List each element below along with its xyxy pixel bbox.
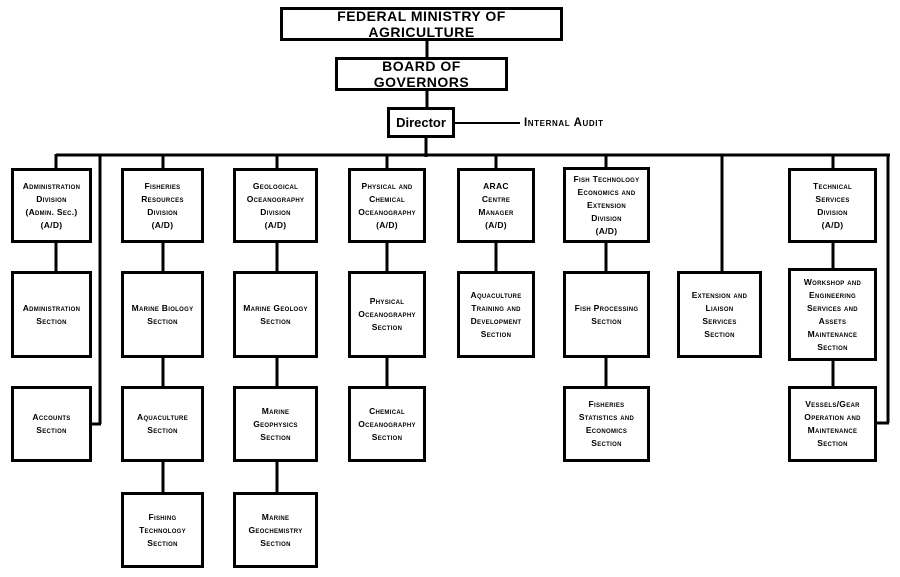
org-box-marine-geology-section: Marine Geology Section (233, 271, 318, 358)
org-box-physical-oceanography-section: Physical Oceanography Section (348, 271, 426, 358)
org-box-fish-technology-economics-extension-division: Fish Technology Economics and Extension … (563, 167, 650, 243)
org-box-administration-division: Administration Division (Admin. Sec.) (A… (11, 168, 92, 243)
org-box-marine-geophysics-section: Marine Geophysics Section (233, 386, 318, 462)
org-box-workshop-engineering-assets-maintenance-section: Workshop and Engineering Services and As… (788, 268, 877, 361)
org-box-chemical-oceanography-section: Chemical Oceanography Section (348, 386, 426, 462)
org-box-board-of-governors: BOARD OF GOVERNORS (335, 57, 508, 91)
org-box-marine-geochemistry-section: Marine Geochemistry Section (233, 492, 318, 568)
org-box-fisheries-resources-division: Fisheries Resources Division (A/D) (121, 168, 204, 243)
org-box-fish-processing-section: Fish Processing Section (563, 271, 650, 358)
org-box-fishing-technology-section: Fishing Technology Section (121, 492, 204, 568)
org-box-physical-chemical-oceanography-division: Physical and Chemical Oceanography (A/D) (348, 168, 426, 243)
org-box-geological-oceanography-division: Geological Oceanography Division (A/D) (233, 168, 318, 243)
director-label: Director (396, 115, 446, 130)
org-box-accounts-section: Accounts Section (11, 386, 92, 462)
org-box-extension-liaison-services-section: Extension and Liaison Services Section (677, 271, 762, 358)
org-box-arac-centre-manager: ARAC Centre Manager (A/D) (457, 168, 535, 243)
org-box-federal-ministry: FEDERAL MINISTRY OF AGRICULTURE (280, 7, 563, 41)
org-box-vessels-gear-operation-maintenance-section: Vessels/Gear Operation and Maintenance S… (788, 386, 877, 462)
org-box-administration-section: Administration Section (11, 271, 92, 358)
org-box-aquaculture-section: Aquaculture Section (121, 386, 204, 462)
org-box-marine-biology-section: Marine Biology Section (121, 271, 204, 358)
board-of-governors-label: BOARD OF GOVERNORS (373, 58, 470, 90)
org-box-aquaculture-training-development-section: Aquaculture Training and Development Sec… (457, 271, 535, 358)
org-box-fisheries-statistics-economics-section: Fisheries Statistics and Economics Secti… (563, 386, 650, 462)
internal-audit-label: Internal Audit (524, 117, 604, 129)
federal-ministry-label: FEDERAL MINISTRY OF AGRICULTURE (337, 8, 506, 40)
org-box-technical-services-division: Technical Services Division (A/D) (788, 168, 877, 243)
org-box-director: Director (387, 107, 455, 138)
